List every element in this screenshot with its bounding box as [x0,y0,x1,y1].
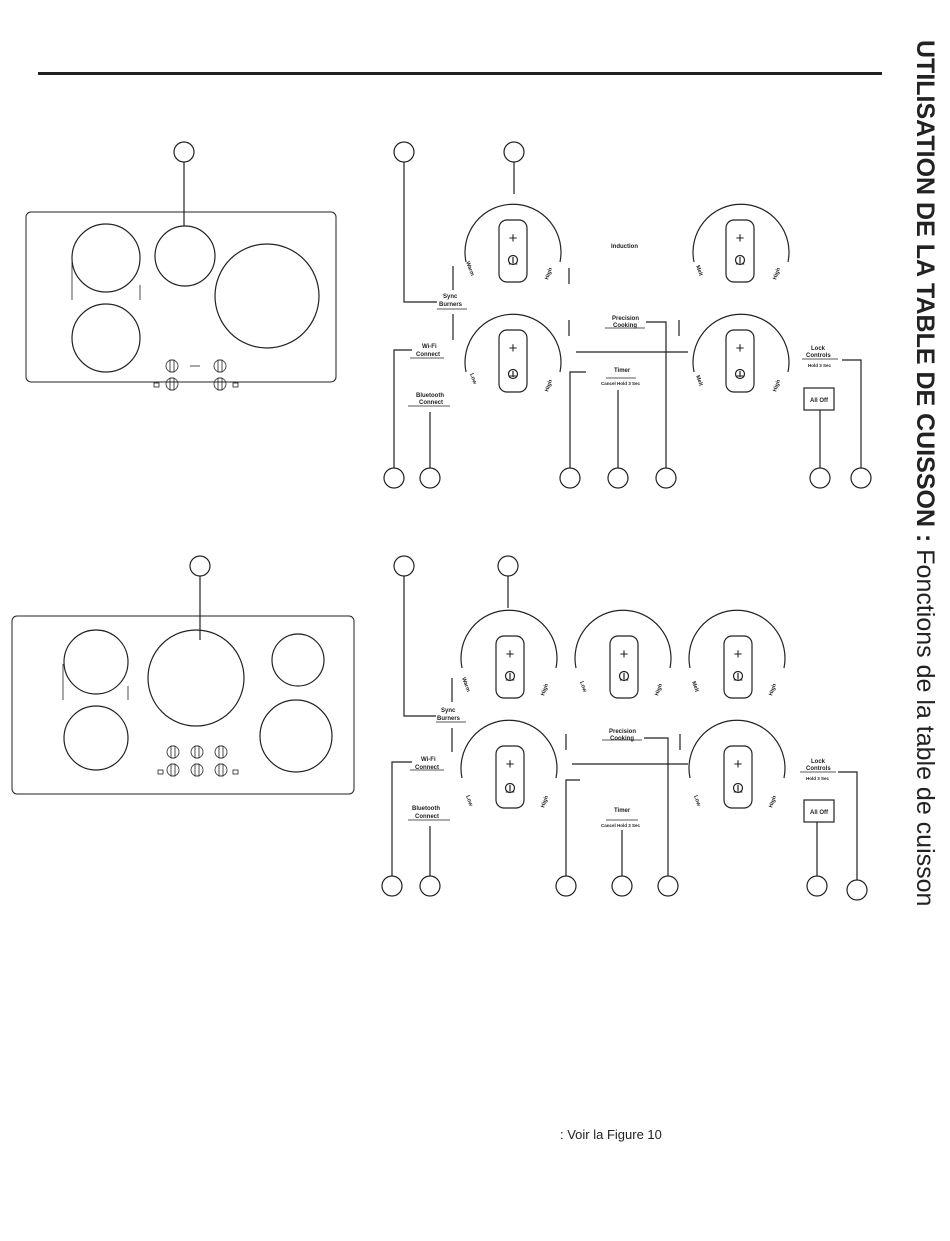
all-off-button-label: All Off [810,810,829,816]
high-label: High [768,795,778,809]
all-off-button-label: All Off [810,398,829,404]
sync-label-line1: Sync [441,708,456,714]
lock-label-line1: Lock [811,346,826,352]
precision-label-line1: Precision [609,729,636,735]
control-panel-36 [381,555,868,901]
plus-icon: + [509,230,518,247]
minus-icon: – [506,783,515,800]
wifi-label-line1: Wi-Fi [422,344,437,350]
precision-label-line1: Precision [612,316,639,322]
wifi-label-line2: Connect [416,352,440,358]
bluetooth-label-line2: Connect [415,814,439,820]
figure-reference: : Voir la Figure 10 [560,1127,662,1142]
cooktop-30-overview [25,141,337,391]
cooktop-36-overview [11,555,355,795]
section-title: UTILISATION DE LA TABLE DE CUISSON : Fon… [905,40,945,1170]
high-label: High [544,379,554,393]
section-title-light: Fonctions de la table de cuisson [911,549,939,907]
high-label: High [540,683,550,697]
minus-icon: – [509,255,518,272]
timer-sublabel: Cancel Hold 3 Sec [601,823,641,828]
high-label: High [772,379,782,393]
plus-icon: + [509,340,518,357]
plus-icon: + [620,646,629,663]
control-panel-30 [383,141,872,489]
melt-label: Melt [694,265,703,278]
minus-icon: – [734,783,743,800]
low-label: Low [578,681,588,694]
timer-sublabel: Cancel Hold 3 Sec [601,381,641,386]
wifi-label-line2: Connect [415,765,439,771]
sync-label-line1: Sync [443,294,458,300]
lock-label-line1: Lock [811,759,826,765]
plus-icon: + [506,756,515,773]
plus-icon: + [734,646,743,663]
warm-label: Warm [464,261,475,277]
panel-36-labels: Sync Burners Precision Cooking Wi-Fi Con… [412,646,831,828]
timer-label: Timer [614,368,631,374]
high-label: High [540,795,550,809]
minus-icon: – [506,671,515,688]
plus-icon: + [736,230,745,247]
section-title-bold: UTILISATION DE LA TABLE DE CUISSON : [911,40,939,543]
wifi-label-line1: Wi-Fi [421,757,436,763]
bluetooth-label-line1: Bluetooth [412,806,440,812]
melt-label: Melt [690,681,699,694]
top-rule [38,72,882,75]
panel-30-labels: Induction Sync Burners Precision Cooking… [416,230,832,406]
lock-sublabel: Hold 3 Sec [808,363,832,368]
lock-label-line2: Controls [806,766,831,772]
sync-label-line2: Burners [437,716,461,722]
minus-icon: – [736,255,745,272]
low-label: Low [692,795,702,808]
minus-icon: – [736,367,745,384]
lock-sublabel: Hold 3 Sec [806,776,830,781]
plus-icon: + [734,756,743,773]
minus-icon: – [509,367,518,384]
plus-icon: + [506,646,515,663]
high-label: High [544,267,554,281]
timer-label: Timer [614,808,631,814]
induction-label: Induction [611,244,638,250]
plus-icon: + [736,340,745,357]
minus-icon: – [620,671,629,688]
low-label: Low [464,795,474,808]
precision-label-line2: Cooking [613,323,637,329]
bluetooth-label-line2: Connect [419,400,443,406]
bluetooth-label-line1: Bluetooth [416,393,444,399]
low-label: Low [468,373,478,386]
melt-label: Melt [694,375,703,388]
high-label: High [772,267,782,281]
precision-label-line2: Cooking [610,736,634,742]
warm-label: Warm [460,677,471,693]
sync-label-line2: Burners [439,302,463,308]
lock-label-line2: Controls [806,353,831,359]
high-label: High [768,683,778,697]
high-label: High [654,683,664,697]
minus-icon: – [734,671,743,688]
